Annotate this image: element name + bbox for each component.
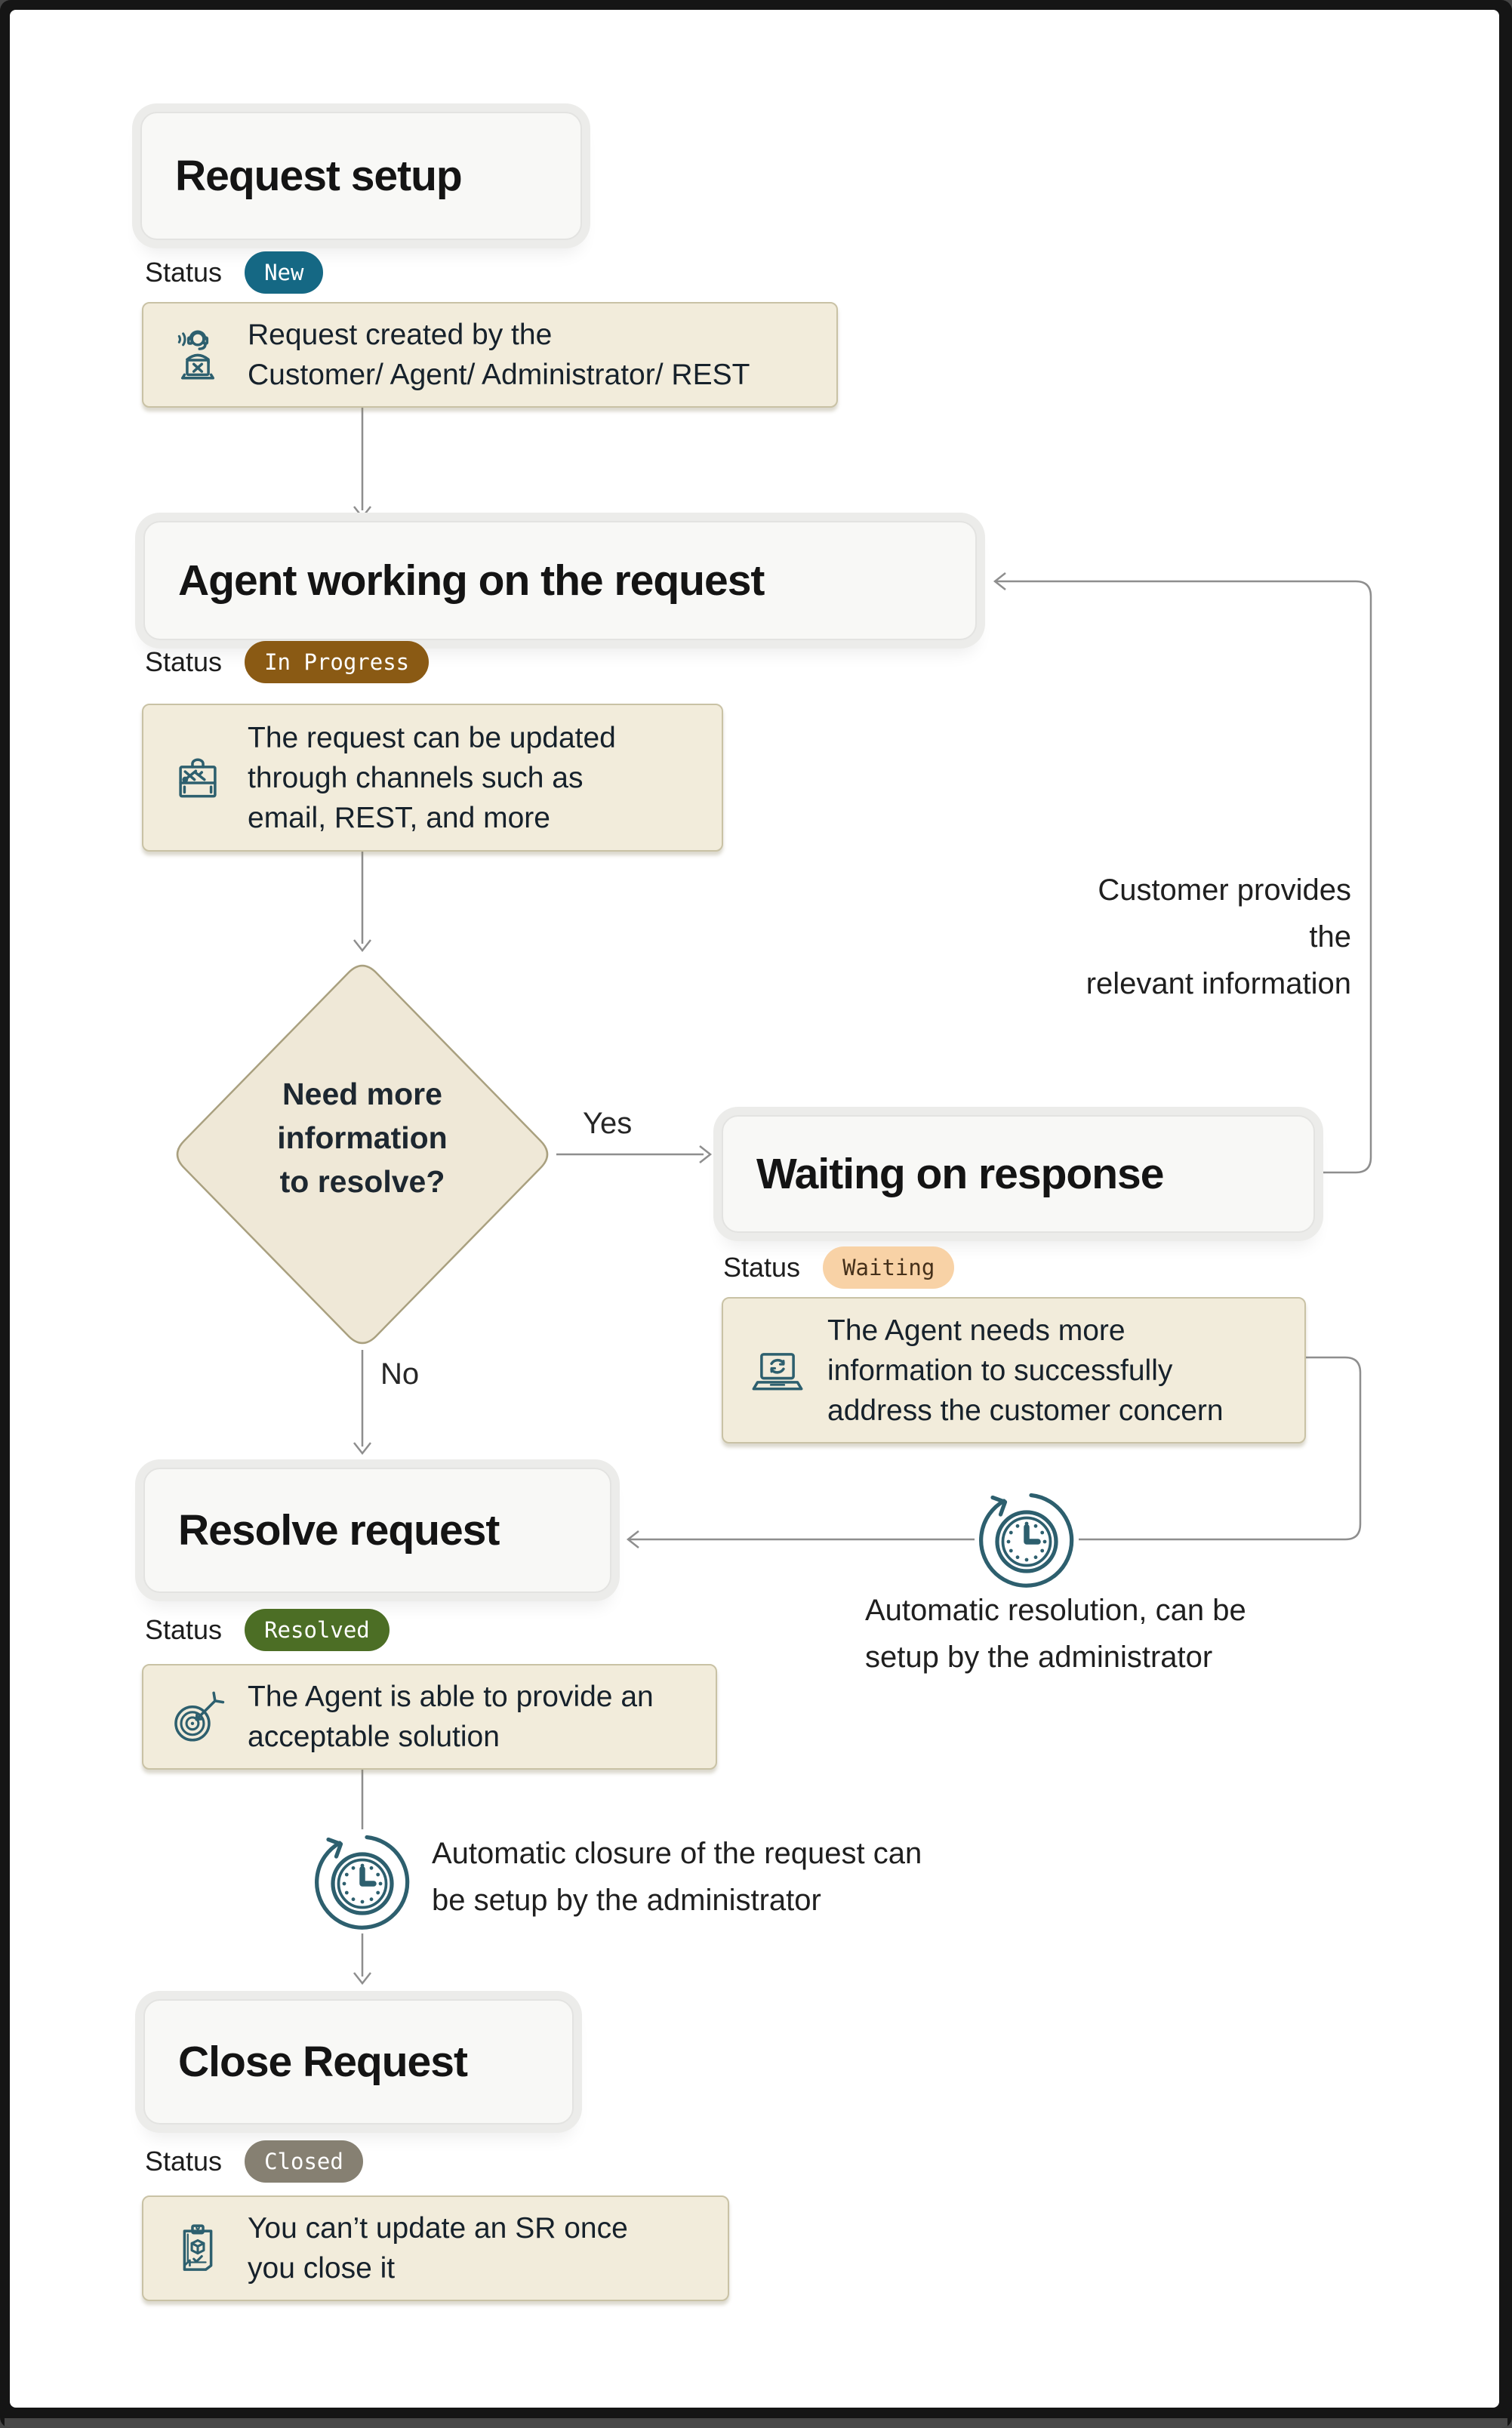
stage-request-setup: Request setup bbox=[140, 112, 582, 240]
status-badge-resolved: Resolved bbox=[245, 1609, 390, 1651]
no-label: No bbox=[380, 1357, 420, 1391]
note-auto-resolution: Automatic resolution, can be setup by th… bbox=[865, 1594, 1246, 1674]
decision-question: Need more information to resolve? bbox=[277, 1077, 448, 1199]
status-badge-new: New bbox=[245, 251, 324, 294]
description-text: The Agent is able to provide an acceptab… bbox=[248, 1681, 654, 1753]
frame-bottom-shadow bbox=[5, 2418, 1507, 2428]
status-label: Status bbox=[145, 1614, 223, 1645]
description-card-close: You can’t update an SR once you close it bbox=[142, 2195, 729, 2301]
stage-title-text: Resolve request bbox=[178, 1506, 500, 1554]
description-text: Request created by the Customer/ Agent/ … bbox=[248, 319, 750, 391]
stage-title-text: Waiting on response bbox=[756, 1150, 1164, 1198]
toolbox-icon bbox=[163, 741, 232, 814]
yes-label: Yes bbox=[583, 1107, 633, 1140]
target-arrow-icon bbox=[163, 1681, 232, 1753]
stage-title-text: Close Request bbox=[178, 2038, 468, 2086]
description-card-request-setup: Request created by the Customer/ Agent/ … bbox=[142, 302, 838, 408]
status-row-close: Status Closed bbox=[145, 2140, 363, 2183]
note-auto-closure: Automatic closure of the request can be … bbox=[432, 1837, 922, 1917]
stage-resolve-request: Resolve request bbox=[143, 1468, 611, 1593]
auto-timer-icon bbox=[306, 1825, 419, 1938]
description-card-waiting: The Agent needs more information to succ… bbox=[722, 1297, 1306, 1444]
description-text: The request can be updated through chann… bbox=[248, 721, 616, 834]
stage-title-text: Agent working on the request bbox=[178, 556, 765, 605]
status-badge-waiting: Waiting bbox=[823, 1246, 955, 1289]
status-row-request-setup: Status New bbox=[145, 251, 324, 294]
description-card-resolve: The Agent is able to provide an acceptab… bbox=[142, 1664, 717, 1770]
laptop-sync-icon bbox=[743, 1334, 812, 1407]
status-row-resolve: Status Resolved bbox=[145, 1608, 390, 1652]
description-text: You can’t update an SR once you close it bbox=[248, 2212, 628, 2285]
stage-close-request: Close Request bbox=[143, 1999, 574, 2124]
description-text: The Agent needs more information to succ… bbox=[827, 1314, 1224, 1427]
support-agent-icon bbox=[163, 319, 232, 391]
stage-agent-working: Agent working on the request bbox=[143, 521, 977, 640]
status-label: Status bbox=[145, 257, 223, 288]
status-label: Status bbox=[723, 1252, 801, 1283]
status-label: Status bbox=[145, 2146, 223, 2177]
auto-timer-icon bbox=[970, 1483, 1083, 1596]
clipboard-check-icon bbox=[163, 2212, 232, 2285]
status-row-agent-working: Status In Progress bbox=[145, 640, 430, 684]
description-card-agent-working: The request can be updated through chann… bbox=[142, 704, 723, 852]
status-badge-closed: Closed bbox=[245, 2140, 363, 2183]
status-badge-in-progress: In Progress bbox=[245, 641, 430, 683]
stage-title-text: Request setup bbox=[175, 152, 463, 200]
note-customer-provides: Customer provides the relevant informati… bbox=[1085, 874, 1351, 1000]
status-row-waiting: Status Waiting bbox=[723, 1246, 955, 1289]
status-label: Status bbox=[145, 646, 223, 677]
stage-waiting-on-response: Waiting on response bbox=[722, 1115, 1315, 1233]
